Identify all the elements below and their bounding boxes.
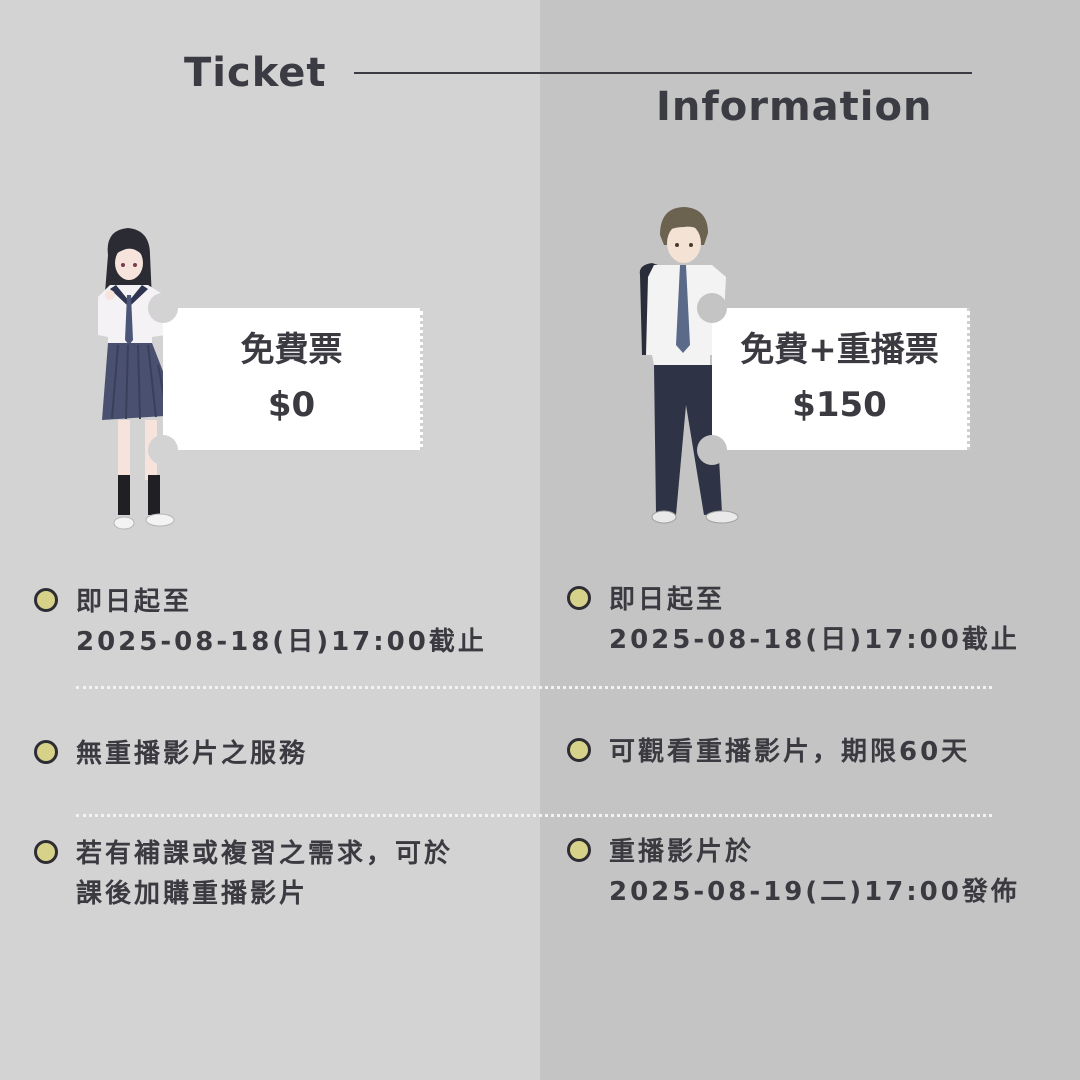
item-text: 重播影片於 2025-08-19(二)17:00發佈 [609, 837, 1020, 907]
item-text: 可觀看重播影片，期限60天 [609, 737, 971, 767]
free-ticket-addon-item: 若有補課或複習之需求，可於 課後加購重播影片 [34, 834, 453, 914]
free-ticket-replay-item: 無重播影片之服務 [34, 734, 308, 774]
replay-ticket-card: 免費+重播票 $150 [697, 293, 970, 465]
ticket-price: $150 [792, 385, 887, 425]
student-boy-illustration [639, 207, 739, 524]
item-text: 即日起至 2025-08-18(日)17:00截止 [76, 587, 487, 657]
ticket-name: 免費+重播票 [740, 330, 939, 370]
dotted-divider [76, 814, 992, 817]
ticket-price: $0 [267, 385, 316, 425]
left-panel-background [0, 0, 540, 1080]
item-text: 若有補課或複習之需求，可於 課後加購重播影片 [76, 839, 454, 909]
bullet-icon [34, 740, 58, 764]
title-information: Information [656, 84, 933, 130]
replay-ticket-deadline-item: 即日起至 2025-08-18(日)17:00截止 [567, 580, 1020, 660]
bullet-icon [567, 586, 591, 610]
replay-ticket-release-item: 重播影片於 2025-08-19(二)17:00發佈 [567, 832, 1020, 912]
ticket-name: 免費票 [240, 330, 343, 370]
item-text: 即日起至 2025-08-18(日)17:00截止 [609, 585, 1020, 655]
bullet-icon [567, 838, 591, 862]
bullet-icon [567, 738, 591, 762]
title-ticket: Ticket [184, 50, 327, 96]
bullet-icon [34, 588, 58, 612]
dotted-divider [76, 686, 992, 689]
free-ticket-deadline-item: 即日起至 2025-08-18(日)17:00截止 [34, 582, 487, 662]
title-divider-line [354, 72, 972, 74]
free-ticket-card: 免費票 $0 [148, 293, 423, 465]
right-panel-background [540, 0, 1080, 1080]
item-text: 無重播影片之服務 [76, 739, 309, 769]
replay-ticket-period-item: 可觀看重播影片，期限60天 [567, 732, 970, 772]
bullet-icon [34, 840, 58, 864]
